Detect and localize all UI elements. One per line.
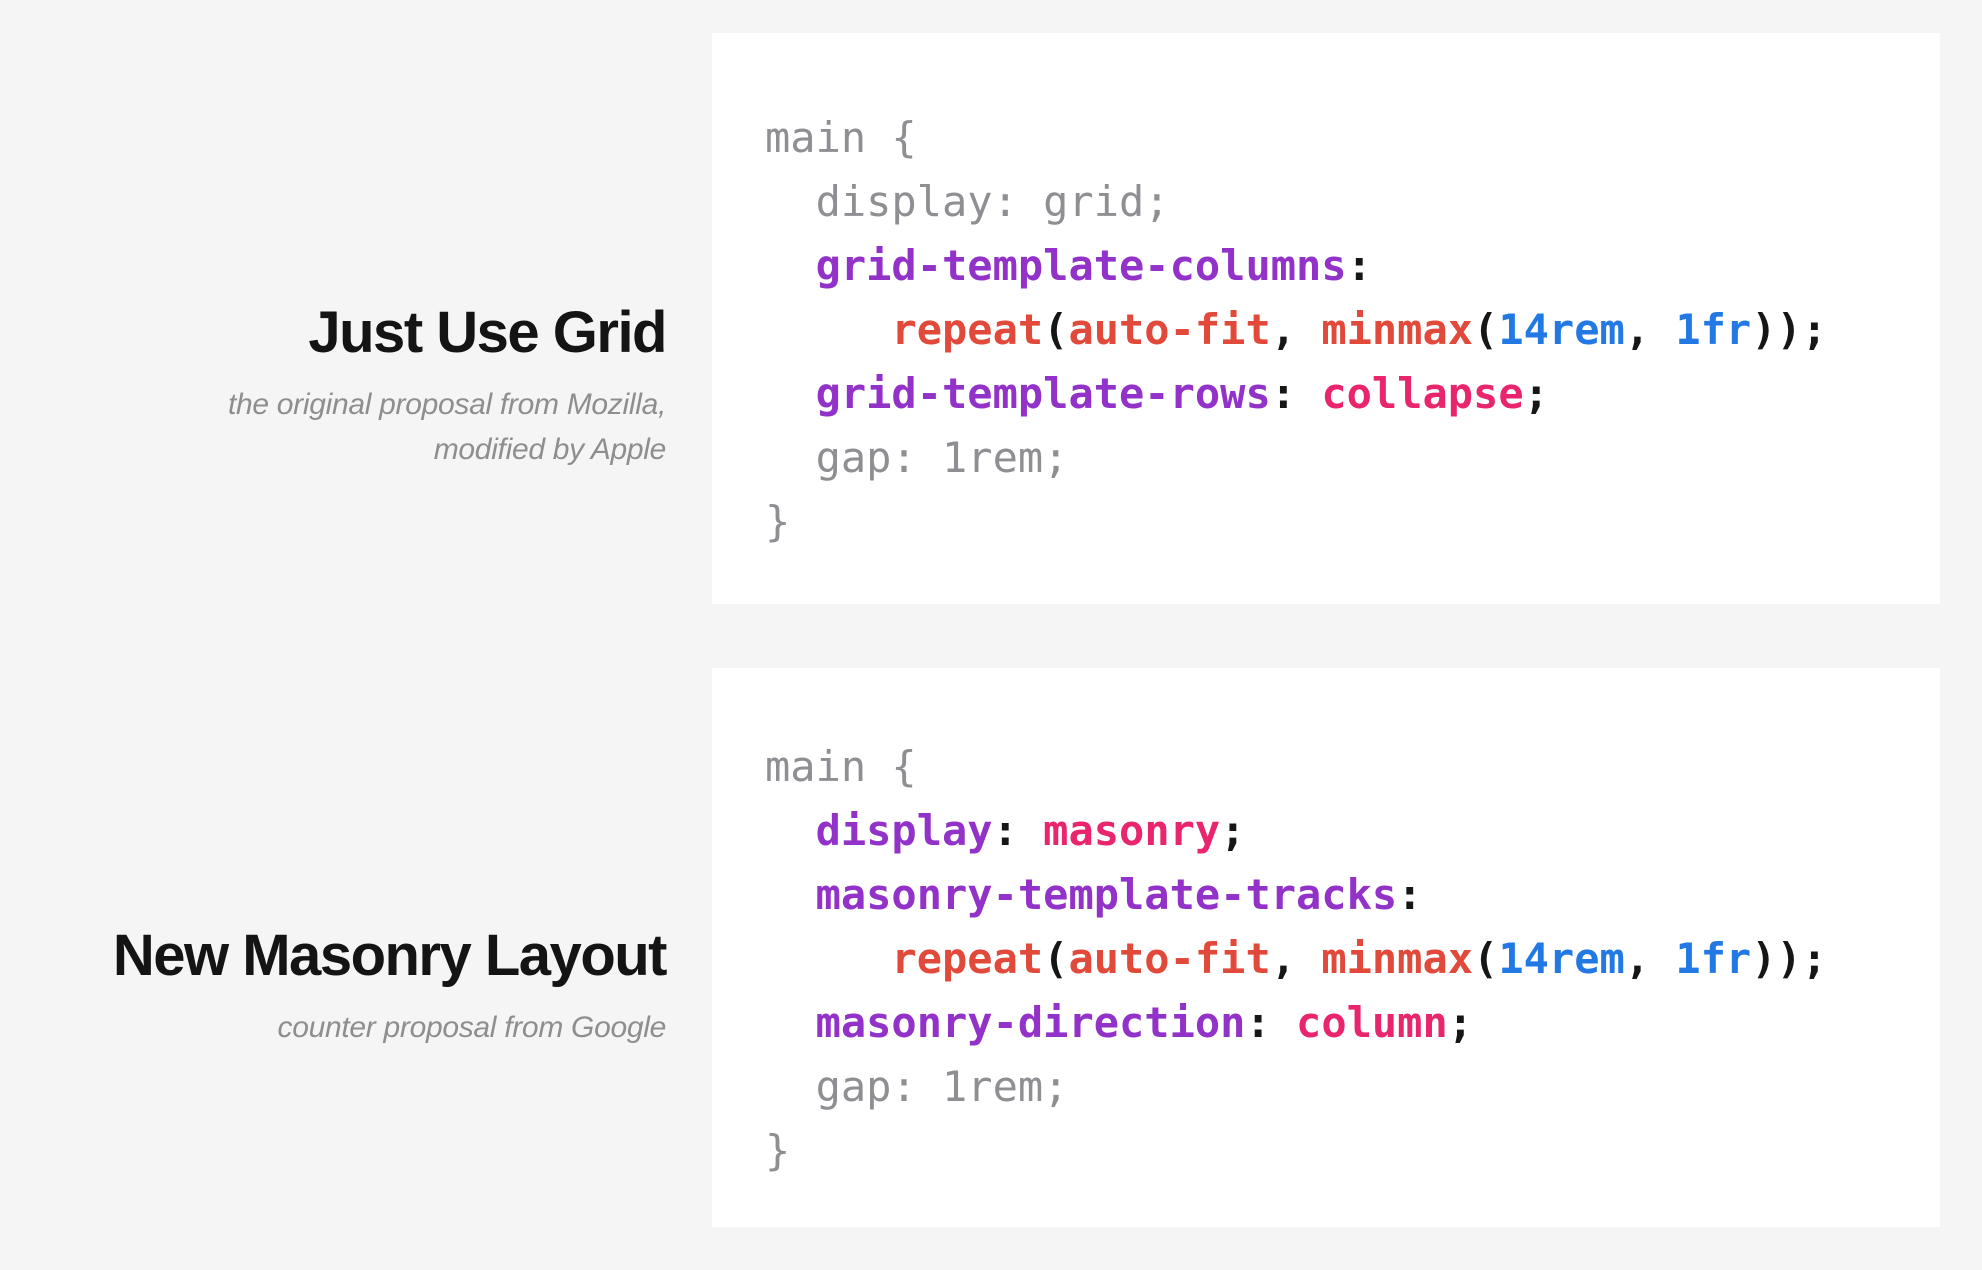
code-line: grid-template-rows: collapse; [815, 369, 1549, 418]
code-block-masonry: main { display: masonry; masonry-templat… [765, 735, 1827, 1183]
code-line: masonry-direction: column; [815, 998, 1474, 1047]
section-subtitle: counter proposal from Google [0, 1005, 667, 1050]
code-line: main { [765, 113, 917, 162]
code-line: main { [765, 742, 917, 791]
code-panel-grid: main { display: grid; grid-template-colu… [712, 33, 1940, 604]
code-line: gap: 1rem; [765, 1062, 1069, 1111]
code-line: } [765, 497, 791, 546]
subtitle-line: the original proposal from Mozilla, [227, 388, 666, 421]
code-line: } [765, 1126, 791, 1175]
section-subtitle: the original proposal from Mozilla, modi… [0, 382, 666, 472]
code-line: display: masonry; [815, 806, 1246, 855]
section-label: Just Use Grid the original proposal from… [0, 300, 668, 472]
section-title: New Masonry Layout [112, 923, 668, 988]
section-title: Just Use Grid [308, 300, 667, 365]
code-block-grid: main { display: grid; grid-template-colu… [765, 106, 1827, 554]
code-line: repeat(auto-fit, minmax(14rem, 1fr)); [891, 934, 1828, 983]
section-label: New Masonry Layout counter proposal from… [0, 923, 668, 1050]
subtitle-line: counter proposal from Google [277, 1011, 667, 1044]
code-panel-masonry: main { display: masonry; masonry-templat… [712, 668, 1940, 1227]
code-line: repeat(auto-fit, minmax(14rem, 1fr)); [891, 305, 1828, 354]
code-line: display: grid; [765, 177, 1170, 226]
code-line: gap: 1rem; [765, 433, 1069, 482]
code-line: masonry-template-tracks: [815, 870, 1423, 919]
code-line: grid-template-columns: [815, 241, 1372, 290]
subtitle-line: modified by Apple [433, 433, 667, 466]
